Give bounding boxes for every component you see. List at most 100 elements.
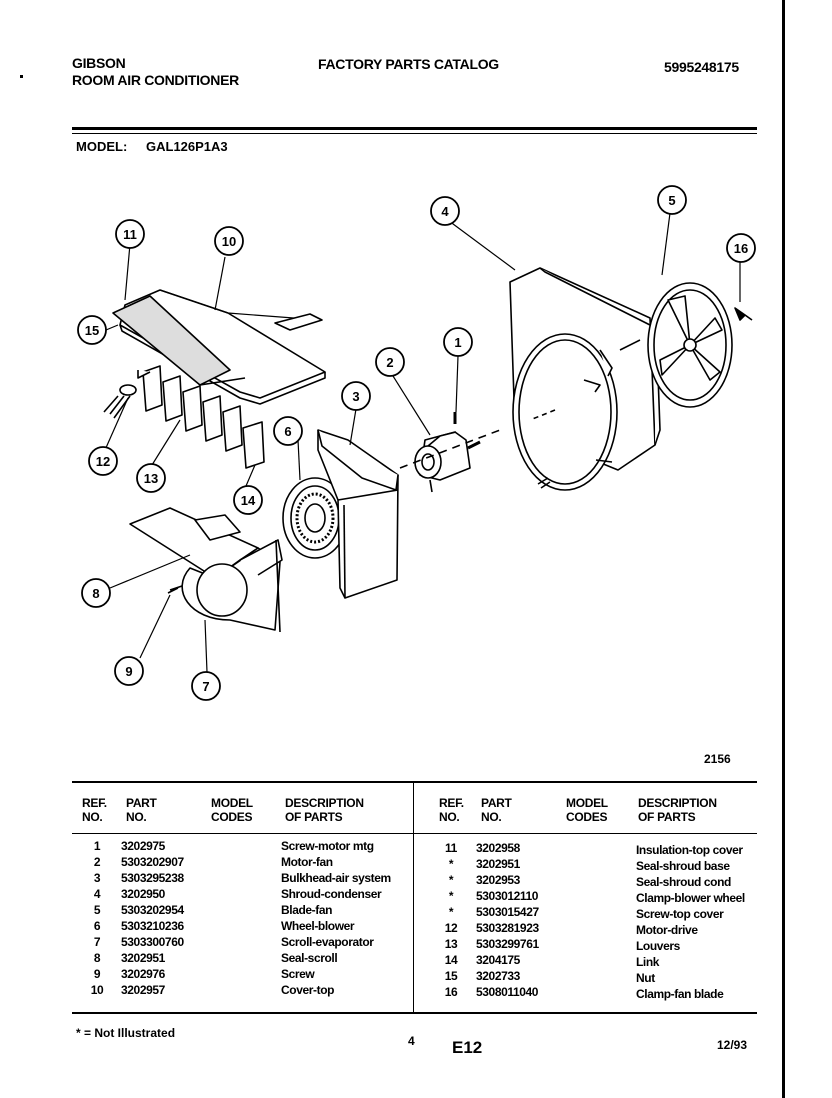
table-cell: 5303202907 [121,855,184,869]
table-cell: 13 [444,937,458,951]
callout-label-10: 10 [222,234,236,249]
table-cell: Motor-drive [636,923,698,937]
table-cell: 5303015427 [476,905,539,919]
part-insulation-top-cover [112,295,246,386]
callout-14 [233,485,263,515]
scan-speck [20,75,23,78]
callout-label-14: 14 [241,493,256,508]
callout-15 [77,315,107,345]
table-cell: * [448,905,454,919]
table-cell: Screw-motor mtg [281,839,374,853]
table-cell: Motor-fan [281,855,333,869]
callout-6 [273,416,303,446]
table-cell: 5303299761 [476,937,539,951]
callout-label-9: 9 [125,664,132,679]
callout-label-1: 1 [454,335,461,350]
table-cell: 7 [93,935,101,949]
part-clamp-fan-blade [734,307,753,321]
left-desc-column: Screw-motor mtg Motor-fan Bulkhead-air s… [281,838,391,998]
table-divider [413,783,414,1012]
table-cell: * [448,889,454,903]
table-cell: 3202975 [121,839,165,853]
callout-8 [81,578,111,608]
table-cell: 5303210236 [121,919,184,933]
table-cell: 5 [93,903,101,917]
table-cell: Blade-fan [281,903,333,917]
revision-date: 12/93 [717,1038,748,1052]
table-cell: 5308011040 [476,985,539,999]
page-number: 4 [408,1034,415,1048]
part-screw [167,585,183,594]
table-cell: 3202953 [476,873,520,887]
part-motor-fan [414,431,471,493]
callout-5 [657,185,687,215]
left-ref-column: 1 2 3 4 5 6 7 8 9 10 [82,838,112,998]
table-cell: Insulation-top cover [636,843,743,857]
callout-label-15: 15 [85,323,99,338]
table-cell: 9 [93,967,101,981]
table-cell: 3202733 [476,969,520,983]
callout-label-4: 4 [441,204,449,219]
table-cell: 6 [93,919,101,933]
table-cell: 1 [93,839,101,853]
table-cell: Clamp-fan blade [636,987,724,1001]
callout-12 [88,446,118,476]
figure-number: 2156 [704,752,731,766]
table-cell: 14 [444,953,458,967]
callout-1 [443,327,473,357]
callout-13 [136,463,166,493]
table-rule-bottom [72,1012,757,1014]
table-cell: 5303202954 [121,903,184,917]
model-value: GAL126P1A3 [146,139,228,154]
callout-label-8: 8 [92,586,99,601]
table-cell: 15 [444,969,458,983]
table-rule-header [72,833,757,834]
table-cell: Bulkhead-air system [281,871,391,885]
callout-10 [214,226,244,256]
callout-3 [341,381,371,411]
table-cell: 4 [93,887,101,901]
table-cell: 3204175 [476,953,520,967]
table-cell: Screw [281,967,315,981]
table-cell: 3202976 [121,967,165,981]
table-cell: 5303281923 [476,921,539,935]
header-rule-bottom [72,133,757,134]
right-part-column: 3202958 3202951 3202953 5303012110 53030… [476,840,539,1000]
callout-label-3: 3 [352,389,359,404]
table-cell: Louvers [636,939,680,953]
table-cell: * [448,857,454,871]
table-cell: 3202957 [121,983,165,997]
table-cell: 3202951 [476,857,520,871]
table-cell: 3202958 [476,841,520,855]
callout-label-12: 12 [96,454,110,469]
model-label: MODEL: [76,139,128,154]
part-motor-drive [103,384,137,419]
table-cell: 10 [90,983,104,997]
table-cell: Seal-shroud base [636,859,730,873]
callout-11 [115,219,145,249]
table-cell: Cover-top [281,983,335,997]
callout-label-7: 7 [202,679,209,694]
header-ref-no-left: REF.NO. [82,796,107,824]
table-cell: 5303300760 [121,935,184,949]
table-cell: 8 [93,951,101,965]
part-louvers [137,365,265,469]
callout-9 [114,656,144,686]
table-cell: Shroud-condenser [281,887,382,901]
header-ref-no-right: REF.NO. [439,796,464,824]
footnote: * = Not Illustrated [76,1026,176,1040]
right-desc-column: Insulation-top cover Seal-shroud base Se… [636,842,745,1002]
page-right-border [782,0,785,1098]
table-cell: 2 [93,855,101,869]
table-cell: Screw-top cover [636,907,724,921]
callout-label-2: 2 [386,355,393,370]
part-scroll-evaporator [129,507,283,633]
table-cell: 3202951 [121,951,165,965]
callout-label-13: 13 [144,471,158,486]
part-shroud-condenser [509,267,661,491]
table-cell: * [448,873,454,887]
table-cell: Scroll-evaporator [281,935,374,949]
